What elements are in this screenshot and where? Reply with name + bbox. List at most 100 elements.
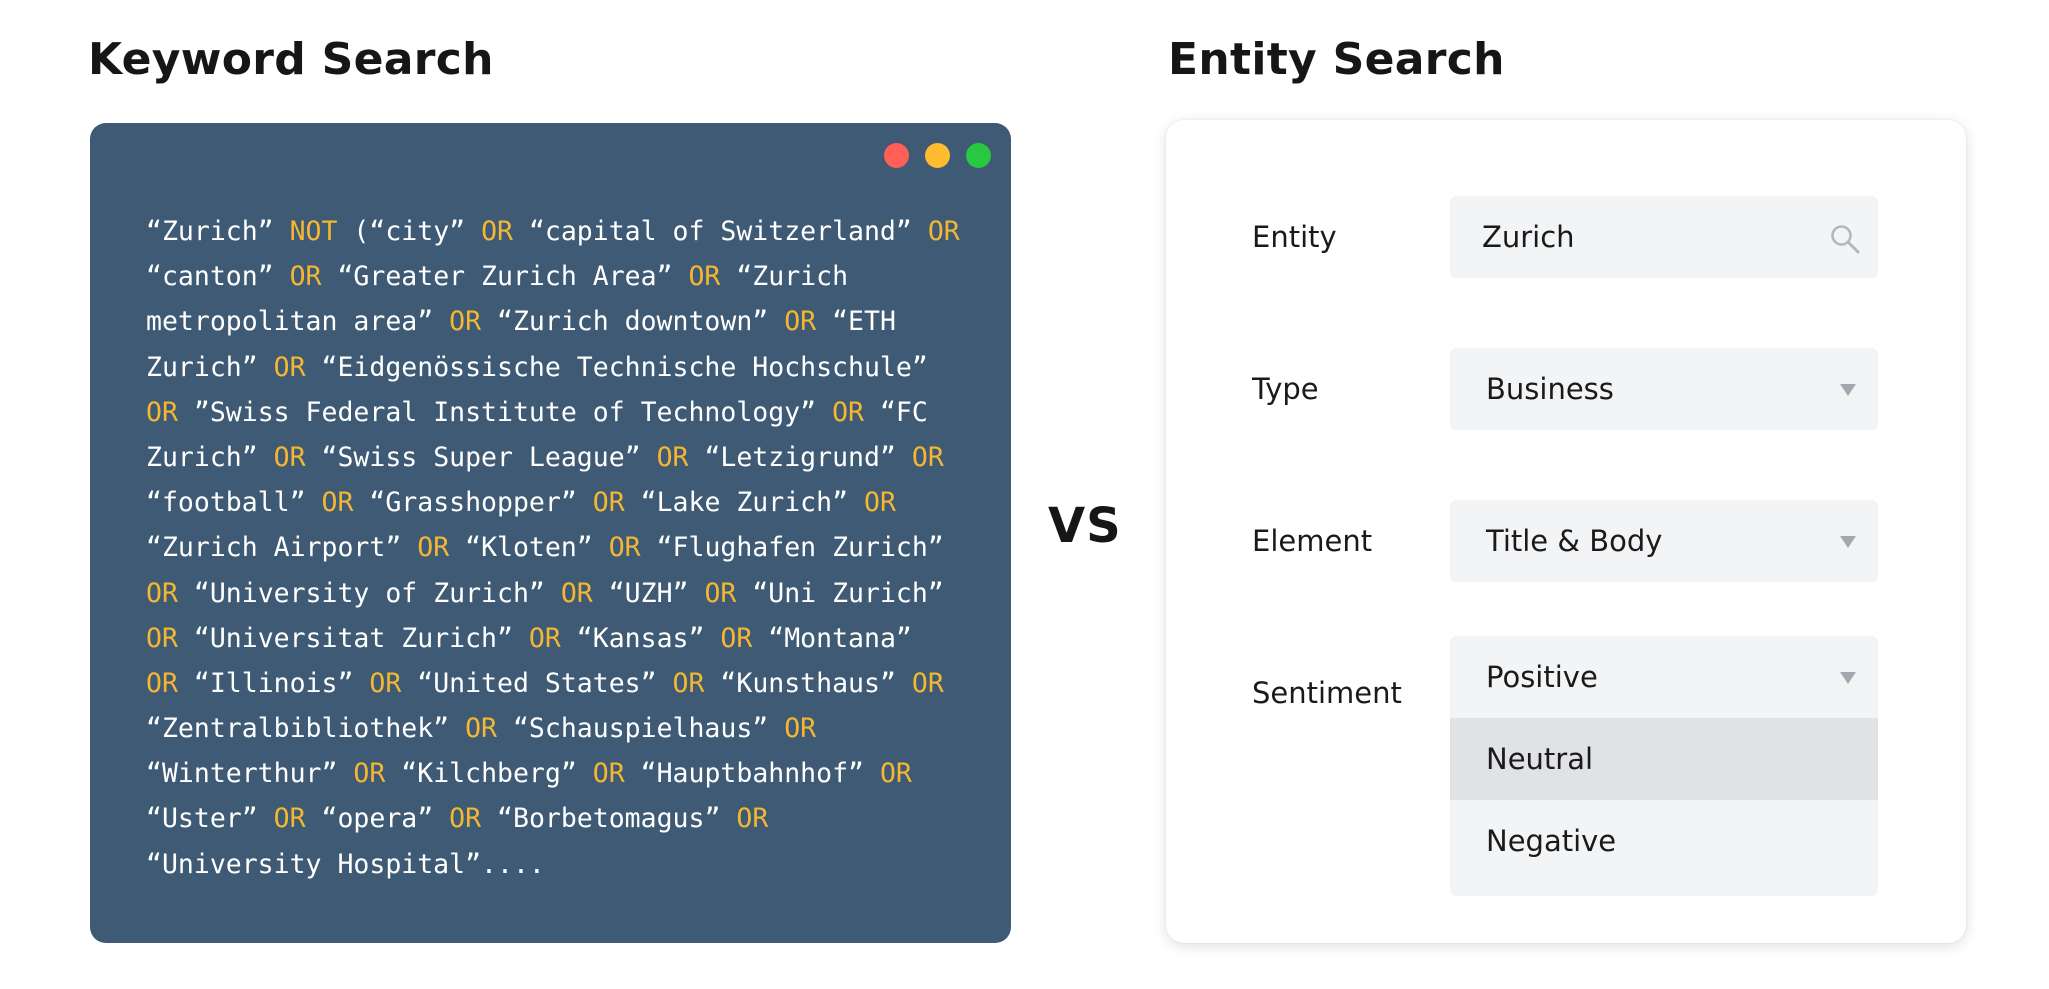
type-label: Type: [1252, 372, 1319, 406]
boolean-operator: OR: [417, 532, 450, 564]
sentiment-dropdown: Neutral Negative: [1450, 718, 1878, 896]
boolean-operator: OR: [832, 396, 864, 428]
boolean-operator: OR: [608, 532, 641, 564]
boolean-operator: OR: [146, 667, 178, 699]
boolean-operator: OR: [784, 306, 817, 338]
entity-label: Entity: [1252, 220, 1337, 254]
versus-label: VS: [1048, 498, 1122, 554]
search-icon[interactable]: [1828, 222, 1862, 256]
query-term: Zurich”: [146, 351, 274, 383]
chevron-down-icon[interactable]: [1840, 672, 1856, 684]
query-term: “Borbetomagus”: [481, 803, 737, 835]
query-line: Zurich” OR “Swiss Super League” OR “Letz…: [146, 435, 976, 480]
query-term: “Kloten”: [449, 532, 609, 564]
query-line: Zurich” OR “Eidgenössische Technische Ho…: [146, 345, 976, 390]
query-term: “Hauptbahnhof”: [624, 758, 880, 790]
type-selected-value: Business: [1486, 372, 1614, 406]
query-term: “Zurich”: [146, 216, 290, 247]
window-controls: [884, 143, 991, 168]
query-line: metropolitan area” OR “Zurich downtown” …: [146, 299, 976, 344]
element-select[interactable]: Title & Body: [1450, 500, 1878, 582]
query-line: “University Hospital”....: [146, 842, 976, 887]
query-term: “Kunsthaus”: [704, 667, 912, 699]
query-term: ”Swiss Federal Institute of Technology”: [177, 396, 833, 428]
query-term: “opera”: [305, 803, 450, 835]
boolean-operator: OR: [273, 441, 306, 473]
chevron-down-icon[interactable]: [1840, 536, 1856, 548]
maximize-dot-icon[interactable]: [966, 143, 991, 168]
query-term: “Zentralbibliothek”: [146, 713, 466, 745]
query-term: “Zurich Airport”: [146, 532, 418, 564]
query-term: “Greater Zurich Area”: [321, 261, 689, 293]
element-selected-value: Title & Body: [1486, 524, 1663, 558]
query-term: “Swiss Super League”: [305, 441, 657, 473]
boolean-operator: OR: [146, 577, 178, 609]
boolean-operator: OR: [273, 351, 306, 383]
element-label: Element: [1252, 524, 1373, 558]
keyword-search-heading: Keyword Search: [88, 34, 494, 85]
query-term: “University Hospital”....: [146, 848, 545, 880]
query-term: “Kilchberg”: [385, 758, 593, 790]
query-term: “Uster”: [146, 803, 274, 835]
boolean-operator: OR: [289, 261, 322, 293]
boolean-operator: OR: [369, 667, 402, 699]
query-line: “Zurich Airport” OR “Kloten” OR “Flughaf…: [146, 525, 976, 570]
boolean-operator: OR: [592, 758, 625, 790]
sentiment-select[interactable]: Positive: [1450, 636, 1878, 718]
query-line: OR ”Swiss Federal Institute of Technolog…: [146, 390, 976, 435]
sentiment-label: Sentiment: [1252, 676, 1402, 710]
sentiment-option-negative[interactable]: Negative: [1486, 824, 1617, 858]
query-term: “United States”: [401, 667, 673, 699]
boolean-operator: OR: [736, 803, 769, 835]
boolean-operator: OR: [273, 803, 306, 835]
boolean-query-text: “Zurich” NOT (“city” OR “capital of Swit…: [146, 209, 976, 887]
minimize-dot-icon[interactable]: [925, 143, 950, 168]
query-term: Zurich”: [146, 441, 274, 473]
boolean-operator: OR: [911, 667, 944, 699]
query-term: “Winterthur”: [146, 758, 354, 790]
entity-field[interactable]: [1450, 196, 1878, 278]
boolean-operator: OR: [656, 441, 689, 473]
query-line: OR “Illinois” OR “United States” OR “Kun…: [146, 661, 976, 706]
boolean-operator: OR: [465, 713, 498, 745]
query-term: “Lake Zurich”: [624, 487, 864, 519]
query-term: “Montana”: [752, 622, 912, 654]
close-dot-icon[interactable]: [884, 143, 909, 168]
boolean-operator: OR: [146, 396, 178, 428]
boolean-operator: OR: [449, 803, 482, 835]
query-term: metropolitan area”: [146, 306, 450, 338]
chevron-down-icon[interactable]: [1840, 384, 1856, 396]
query-line: “Zentralbibliothek” OR “Schauspielhaus” …: [146, 706, 976, 751]
type-select[interactable]: Business: [1450, 348, 1878, 430]
query-line: “Uster” OR “opera” OR “Borbetomagus” OR: [146, 796, 976, 841]
keyword-query-window: “Zurich” NOT (“city” OR “capital of Swit…: [90, 123, 1011, 943]
query-term: “Schauspielhaus”: [497, 713, 785, 745]
sentiment-option-neutral[interactable]: Neutral: [1450, 718, 1878, 800]
query-term: “University of Zurich”: [177, 577, 561, 609]
query-term: “Grasshopper”: [353, 487, 593, 519]
query-term: “Flughafen Zurich”: [640, 532, 944, 564]
query-term: “football”: [146, 487, 322, 519]
query-term: “Zurich: [720, 261, 849, 293]
query-term: “UZH”: [592, 577, 705, 609]
sentiment-selected-value: Positive: [1486, 660, 1598, 694]
boolean-operator: OR: [879, 758, 912, 790]
query-term: “Illinois”: [177, 667, 370, 699]
boolean-operator: OR: [353, 758, 386, 790]
query-term: “capital of Switzerland”: [512, 216, 928, 247]
boolean-operator: OR: [528, 622, 561, 654]
query-term: “Universitat Zurich”: [177, 622, 529, 654]
entity-search-heading: Entity Search: [1168, 34, 1505, 85]
boolean-operator: OR: [592, 487, 625, 519]
boolean-operator: OR: [146, 622, 178, 654]
boolean-operator: OR: [784, 713, 817, 745]
entity-input[interactable]: [1450, 196, 1822, 278]
boolean-operator: OR: [321, 487, 354, 519]
boolean-operator: OR: [481, 216, 513, 247]
boolean-operator: OR: [911, 441, 944, 473]
query-term: (“city”: [337, 216, 482, 247]
boolean-operator: OR: [672, 667, 705, 699]
boolean-operator: OR: [704, 577, 737, 609]
query-line: OR “Universitat Zurich” OR “Kansas” OR “…: [146, 616, 976, 661]
query-term: “Kansas”: [560, 622, 721, 654]
